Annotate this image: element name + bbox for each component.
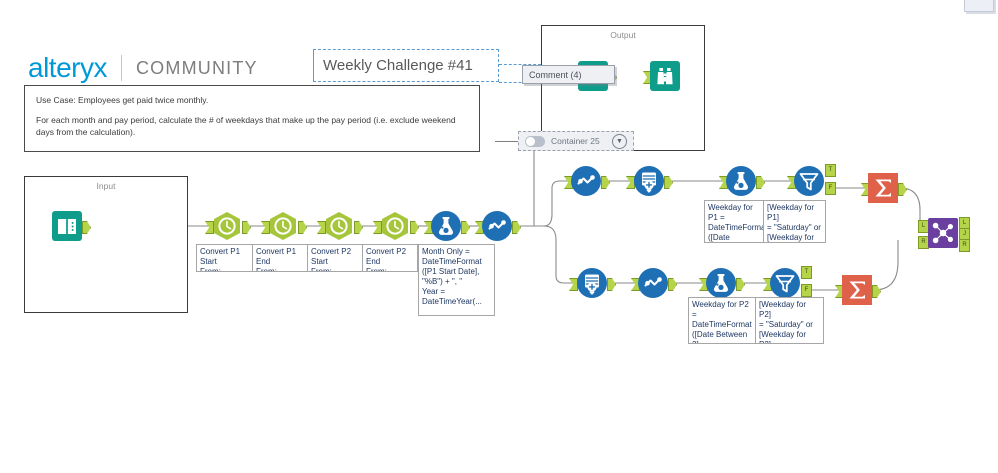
brand-divider [120,55,122,81]
sigma-icon [868,173,898,203]
sigma-icon [842,275,872,305]
use-case-line-1: Use Case: Employees get paid twice month… [36,95,209,105]
filter-false-anchor[interactable]: F [801,284,812,297]
output-anchor[interactable] [601,176,610,189]
binoculars-icon [650,61,680,91]
output-anchor[interactable] [82,221,91,234]
tool-multi-row-formula-main[interactable] [475,211,521,241]
community-label: COMMUNITY [135,57,258,78]
container-25[interactable]: Container 25 ▼ [518,131,634,151]
funnel-icon [794,166,824,196]
annotation-formula-weekday-p2: Weekday for P2 = DateTimeFormat ([Date B… [688,297,756,344]
weekly-challenge-tab[interactable]: Weekly Challenge #41 [313,49,499,82]
clock-icon [270,212,296,240]
output-anchor[interactable] [410,221,419,234]
rows-plus-icon [634,166,664,196]
clock-icon [326,212,352,240]
book-icon [52,211,82,241]
filter-true-anchor[interactable]: T [801,266,812,279]
tool-datetime-p1-end[interactable] [261,211,307,241]
tool-formula-month-year[interactable] [424,211,470,241]
chart-line-icon [571,166,601,196]
annotation-convert-p2-end: Convert P2 End From: Custom [363,244,418,272]
annotation-filter-p1: [Weekday for P1] = "Saturday" or [Weekda… [764,200,826,243]
tool-datetime-p1-start[interactable] [205,211,251,241]
chevron-down-icon[interactable]: ▼ [612,133,627,149]
tool-filter-p2[interactable]: T F [763,266,812,298]
flask-icon [726,166,756,196]
container-25-connector [495,141,519,142]
tool-multi-row-formula-p1[interactable] [564,166,610,196]
annotation-formula-weekday-p1: Weekday for P1 = DateTimeFormat ([Date B… [704,200,764,243]
output-anchor[interactable] [668,278,677,291]
tool-generate-rows-p2[interactable] [569,268,616,298]
annotation-convert-p1-end: Convert P1 End From: Custom [253,244,308,272]
output-anchor[interactable] [898,183,907,196]
rows-plus-icon [577,268,607,298]
join-nodes-icon [928,218,958,248]
chart-line-icon [638,268,668,298]
p1-annotation-row: Weekday for P1 = DateTimeFormat ([Date B… [704,200,826,243]
tool-datetime-p2-start[interactable] [317,211,363,241]
container-25-toggle[interactable] [525,135,545,147]
tab-dashed-connector-top [499,64,541,66]
window-control-fragment[interactable] [964,0,994,12]
brand-header: alteryx COMMUNITY [28,52,258,84]
output-anchor[interactable] [298,221,307,234]
annotation-convert-p1-start: Convert P1 Start From: Custom [196,244,253,272]
tool-input-data[interactable] [52,211,91,241]
output-container-title: Output [610,30,636,40]
tool-browse[interactable] [643,61,680,91]
output-anchor[interactable] [872,285,881,298]
tool-formula-weekday-p1[interactable] [719,166,765,196]
chart-line-icon [482,211,512,241]
tool-filter-p1[interactable]: T F [787,164,836,196]
output-anchor[interactable] [756,176,765,189]
annotation-filter-p2: [Weekday for P2] = "Saturday" or [Weekda… [756,297,824,344]
weekly-challenge-title: Weekly Challenge #41 [323,57,473,74]
output-anchor[interactable] [664,176,673,189]
tool-join[interactable]: L R L J R [918,217,970,252]
output-anchor[interactable] [461,221,470,234]
tool-multi-row-formula-p2[interactable] [631,268,677,298]
input-container-title: Input [96,181,116,191]
output-anchor[interactable] [354,221,363,234]
input-container[interactable]: Input [24,176,188,313]
output-anchor[interactable] [607,278,616,291]
annotation-convert-p2-start: Convert P2 Start From: Custom [308,244,363,272]
tool-summarize-p1[interactable] [861,173,907,203]
clock-icon [382,212,408,240]
container-25-label: Container 25 [551,136,600,146]
tool-generate-rows-p1[interactable] [626,166,673,196]
output-anchor[interactable] [242,221,251,234]
join-right-output-anchor[interactable]: R [959,239,970,252]
clock-icon [214,212,240,240]
annotation-formula-month-year: Month Only = DateTimeFormat ([P1 Start D… [418,244,495,316]
tab-dashed-connector-bottom [499,82,541,84]
filter-true-anchor[interactable]: T [825,164,836,177]
filter-false-anchor[interactable]: F [825,182,836,195]
tool-summarize-p2[interactable] [835,275,881,305]
funnel-icon [770,268,800,298]
use-case-comment-box[interactable]: Use Case: Employees get paid twice month… [24,85,480,152]
tool-formula-weekday-p2[interactable] [699,268,745,298]
output-anchor[interactable] [736,278,745,291]
comment-4-label: Comment (4) [529,69,582,80]
datetime-annotation-row: Convert P1 Start From: Custom Convert P1… [196,244,418,272]
alteryx-logo-text: alteryx [28,52,107,83]
p2-annotation-row: Weekday for P2 = DateTimeFormat ([Date B… [688,297,824,344]
use-case-line-2: For each month and pay period, calculate… [36,115,456,137]
output-anchor[interactable] [512,221,521,234]
flask-icon [431,211,461,241]
comment-4-box[interactable]: Comment (4) [522,65,615,84]
flask-icon [706,268,736,298]
tool-datetime-p2-end[interactable] [373,211,419,241]
